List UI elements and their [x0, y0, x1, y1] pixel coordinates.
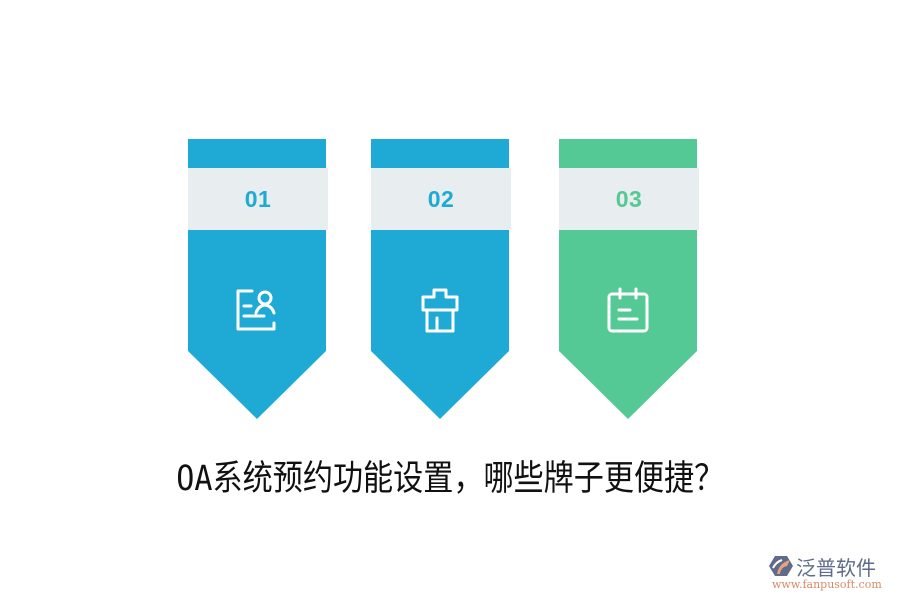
banner-number: 02 [427, 185, 455, 212]
banner-03: 03 [559, 139, 699, 419]
banner-number-band: 02 [371, 168, 511, 230]
banner-number: 01 [244, 185, 272, 212]
banner-number: 03 [615, 185, 643, 212]
banner-number-band: 03 [559, 168, 699, 230]
calendar-note-icon [607, 287, 649, 333]
shop-box-icon [421, 288, 459, 333]
banner-top-stripe [371, 139, 509, 168]
banner-02: 02 [371, 139, 511, 419]
page-title: OA系统预约功能设置，哪些牌子更便捷？ [176, 459, 725, 499]
logo-brand-name: 泛普软件 [796, 556, 876, 580]
banner-01: 01 [188, 139, 328, 419]
logo-url: www.fanpusoft.com [772, 578, 882, 591]
fanpu-logo-icon [769, 556, 793, 576]
banner-top-stripe [559, 139, 697, 168]
contact-card-icon [236, 289, 276, 331]
banner-top-stripe [188, 139, 326, 168]
brand-logo: 泛普软件 www.fanpusoft.com [764, 552, 894, 594]
banner-number-band: 01 [188, 168, 328, 230]
